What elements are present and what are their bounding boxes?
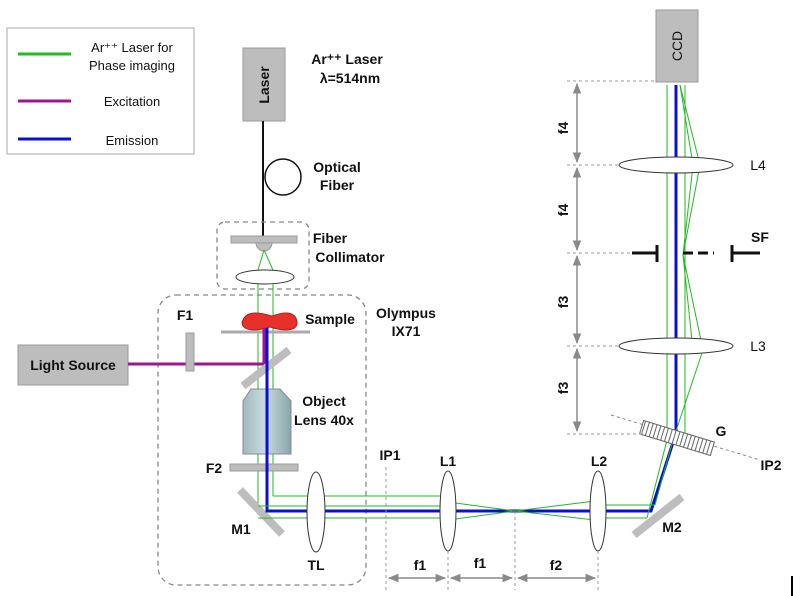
objective-label-1: Object [302, 393, 346, 409]
dim-label-f1-a: f1 [414, 557, 427, 573]
lens-l1 [439, 470, 457, 552]
ip2-label: IP2 [760, 457, 781, 473]
lens-l3 [618, 337, 734, 355]
laser-box-label: Laser [256, 66, 272, 104]
dim-label-f3-b: f3 [555, 382, 571, 395]
olympus-microscope-enclosure [157, 294, 367, 586]
optical-fiber-label-1: Optical [313, 159, 360, 175]
objective-label-2: Lens 40x [294, 412, 354, 428]
legend-label-emission: Emission [106, 133, 159, 148]
f2-filter-label: F2 [206, 460, 223, 476]
light-source-box [17, 344, 129, 386]
filter-f2 [229, 463, 299, 472]
sample-label: Sample [305, 311, 355, 327]
dim-label-f4-b: f4 [555, 204, 571, 217]
mirror-m1 [237, 487, 285, 537]
sf-label: SF [751, 229, 769, 245]
l1-label: L1 [440, 453, 457, 469]
grating-g [638, 419, 716, 457]
collimator-plate [230, 235, 298, 244]
light-source-label: Light Source [30, 357, 116, 373]
ip1-label: IP1 [379, 447, 400, 463]
legend-label-laser-2: Phase imaging [89, 58, 175, 73]
ccd-label: CCD [669, 31, 685, 61]
mirror-m2 [631, 493, 685, 539]
legend-frame [6, 27, 195, 155]
lens-l4 [618, 156, 734, 174]
fiber-collimator-label-1: Fiber [313, 230, 348, 246]
dim-label-f2: f2 [550, 557, 563, 573]
l3-label: L3 [750, 338, 766, 354]
optical-fiber-coil [264, 158, 302, 196]
tl-label: TL [307, 557, 325, 573]
laser-title: Ar⁺⁺ Laser [311, 51, 383, 67]
laser-box [242, 47, 286, 122]
f1-filter-label: F1 [177, 307, 194, 323]
dim-label-f3-a: f3 [555, 296, 571, 309]
fiber-collimator-label-2: Collimator [315, 249, 385, 265]
lens-l2 [589, 470, 607, 552]
sample [241, 312, 298, 331]
optical-fiber-label-2: Fiber [320, 177, 355, 193]
dim-label-f4-a: f4 [555, 122, 571, 135]
legend-label-excitation: Excitation [104, 94, 160, 109]
microscope-label-1: Olympus [376, 305, 436, 321]
dim-label-f1-b: f1 [474, 555, 487, 571]
ccd-camera [655, 9, 699, 83]
l2-label: L2 [591, 453, 608, 469]
legend-label-laser-1: Ar⁺⁺ Laser for [91, 40, 173, 55]
microscope-label-2: IX71 [392, 323, 421, 339]
m1-label: M1 [231, 521, 251, 537]
g-label: G [716, 423, 727, 439]
m2-label: M2 [662, 519, 682, 535]
fiber-tip [255, 242, 273, 252]
tube-lens-tl [306, 471, 326, 553]
spatial-filter-sf [632, 245, 760, 262]
collimator-lens [235, 269, 295, 285]
filter-f1 [185, 332, 195, 372]
excitation-beam [128, 328, 266, 366]
emission-beam [265, 85, 678, 513]
l4-label: L4 [750, 157, 766, 173]
fiber-collimator-enclosure [216, 221, 310, 290]
legend: Ar⁺⁺ Laser for Phase imaging Excitation … [6, 27, 195, 155]
laser-wavelength: λ=514nm [320, 70, 380, 86]
image-plane-ip2 [610, 414, 761, 461]
